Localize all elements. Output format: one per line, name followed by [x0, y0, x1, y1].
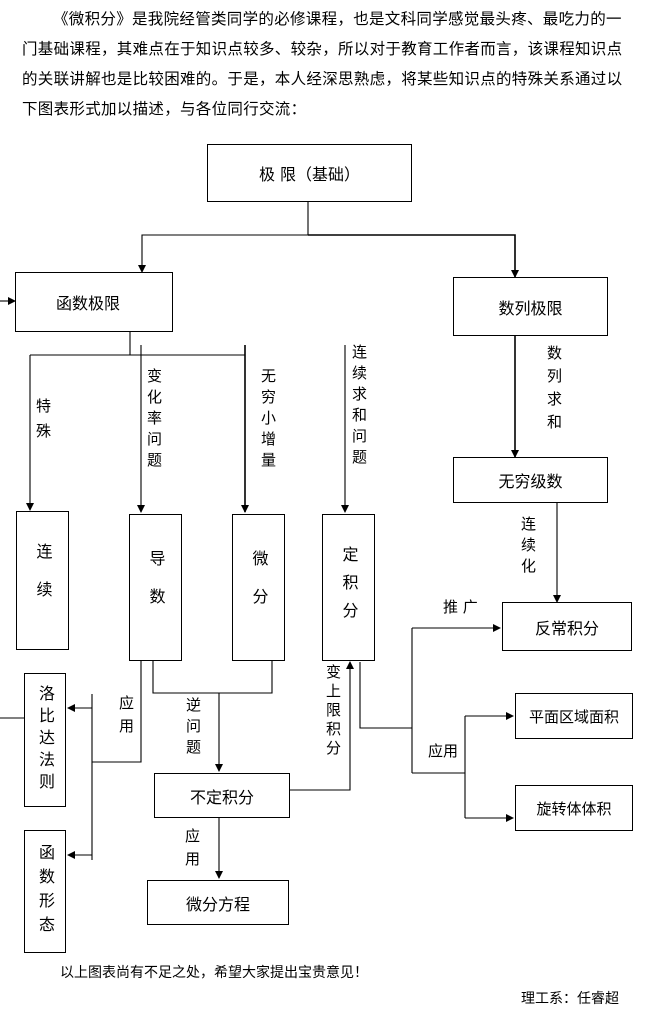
label-variable-upper-limit: 变上限积分	[324, 664, 342, 759]
box-limit: 极 限（基础）	[207, 144, 412, 202]
box-indefinite-integral: 不定积分	[154, 773, 290, 818]
intro-paragraph: 《微积分》是我院经管类同学的必修课程，也是文科同学感觉最头疼、最吃力的一门基础课…	[22, 10, 623, 118]
box-derivative: 导数	[129, 514, 182, 661]
label-application-1: 应用	[117, 695, 135, 741]
label-application-3: 应用	[183, 828, 201, 874]
label-inverse-problem: 逆问题	[184, 697, 202, 760]
box-lhopital: 洛比达法则	[24, 673, 66, 807]
box-definite-integral: 定积分	[322, 514, 375, 661]
label-continuous-sum: 连续求和问题	[350, 344, 368, 470]
label-application-2: 应用	[428, 742, 459, 760]
box-continuity: 连续	[16, 511, 69, 650]
box-rotation-volume: 旋转体体积	[515, 785, 633, 831]
footer-author: 理工系：任睿超	[521, 991, 619, 1007]
edge-indefinite-to-definite	[290, 661, 354, 791]
edge-limit-to-function	[138, 234, 308, 273]
box-differential-equation: 微分方程	[147, 880, 289, 925]
box-function-limit: 函数极限	[15, 272, 173, 332]
footer-note: 以上图表尚有不足之处，希望大家提出宝贵意见！	[60, 965, 368, 981]
label-generalize: 推 广	[443, 598, 478, 616]
label-sequence-sum: 数列求和	[545, 345, 563, 437]
box-plane-area: 平面区域面积	[515, 693, 633, 739]
box-differential: 微分	[232, 514, 285, 661]
edge-limit-to-sequence	[308, 234, 519, 278]
box-sequence-limit: 数列极限	[453, 277, 608, 336]
box-infinite-series: 无穷级数	[453, 457, 608, 503]
edge-derivative-down	[152, 661, 273, 694]
edge-derivative-app	[92, 661, 142, 763]
edge-definite-right	[359, 662, 412, 729]
label-continuization: 连续化	[519, 516, 537, 579]
label-infinitesimal: 无穷小增量	[259, 368, 277, 473]
label-special: 特殊	[34, 398, 52, 448]
label-rate-of-change: 变化率问题	[145, 368, 163, 473]
box-function-shape: 函数形态	[24, 830, 66, 953]
box-improper-integral: 反常积分	[502, 602, 632, 651]
